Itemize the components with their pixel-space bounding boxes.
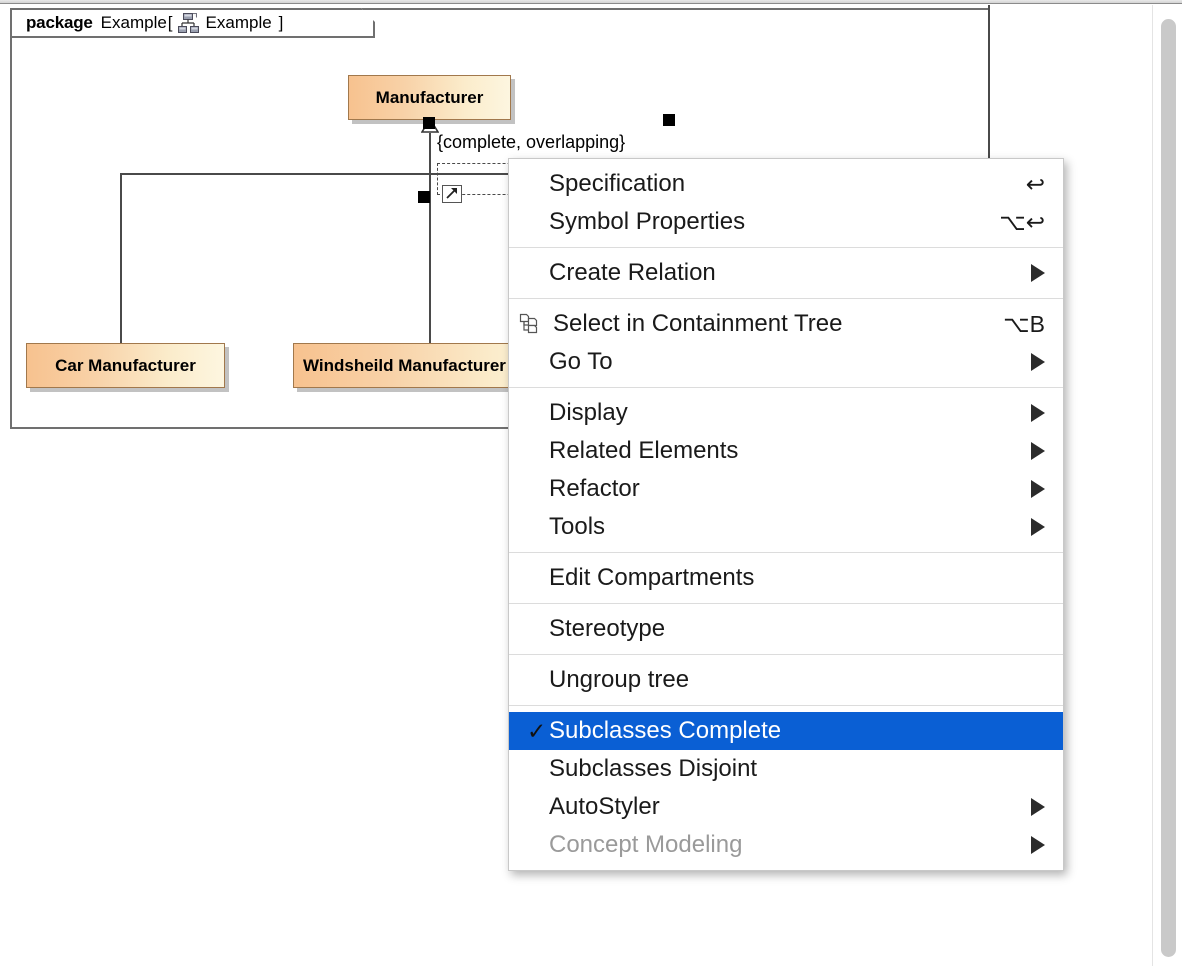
submenu-chevron-icon: [1031, 836, 1045, 854]
generalization-set-constraint: {complete, overlapping}: [437, 132, 626, 152]
menu-item-label: Display: [549, 399, 628, 426]
generalization-stem: [429, 133, 431, 195]
menu-item-label: AutoStyler: [549, 793, 660, 820]
menu-item-label: Tools: [549, 513, 606, 540]
menu-item-select-in-containment-tree[interactable]: Select in Containment Tree ⌥B: [509, 305, 1063, 343]
menu-item-ungroup-tree[interactable]: Ungroup tree: [509, 661, 1063, 699]
package-header-tab[interactable]: package Example [ Example: [10, 8, 375, 38]
branch-line-right: [988, 5, 990, 173]
menu-item-create-relation[interactable]: Create Relation: [509, 254, 1063, 292]
class-box-car-manufacturer[interactable]: Car Manufacturer: [26, 343, 225, 388]
menu-item-subclasses-disjoint[interactable]: Subclasses Disjoint: [509, 750, 1063, 788]
menu-item-label: Go To: [549, 348, 613, 375]
menu-item-display[interactable]: Display: [509, 394, 1063, 432]
branch-line-windsheild-manufacturer: [429, 173, 431, 343]
menu-item-label: Stereotype: [549, 615, 666, 642]
menu-item-related-elements[interactable]: Related Elements: [509, 432, 1063, 470]
menu-item-stereotype[interactable]: Stereotype: [509, 610, 1063, 648]
menu-item-label: Subclasses Complete: [549, 717, 782, 744]
menu-item-label: Ungroup tree: [549, 666, 690, 693]
menu-item-refactor[interactable]: Refactor: [509, 470, 1063, 508]
branch-line-car-manufacturer: [120, 173, 122, 343]
navigate-arrow-icon[interactable]: [442, 185, 462, 203]
menu-item-symbol-properties[interactable]: Symbol Properties ⌥↩: [509, 203, 1063, 241]
menu-item-label: Create Relation: [549, 259, 716, 286]
menu-item-label: Edit Compartments: [549, 564, 755, 591]
menu-separator: [509, 298, 1063, 299]
menu-separator: [509, 552, 1063, 553]
menu-separator: [509, 705, 1063, 706]
menu-item-label: Select in Containment Tree: [553, 310, 843, 337]
submenu-chevron-icon: [1031, 798, 1045, 816]
menu-item-label: Symbol Properties: [549, 208, 746, 235]
window-chrome-strip: [0, 0, 1182, 4]
menu-item-label: Related Elements: [549, 437, 739, 464]
package-name: Example: [100, 13, 167, 32]
menu-item-subclasses-complete[interactable]: ✓Subclasses Complete: [509, 712, 1063, 750]
menu-item-tools[interactable]: Tools: [509, 508, 1063, 546]
submenu-chevron-icon: [1031, 442, 1045, 460]
menu-item-label: Refactor: [549, 475, 640, 502]
class-box-manufacturer[interactable]: Manufacturer: [348, 75, 511, 120]
class-diagram-icon: [178, 13, 200, 34]
bracket-close: ]: [278, 13, 284, 32]
class-name: Manufacturer: [375, 87, 484, 107]
context-menu[interactable]: Specification ↩ Symbol Properties ⌥↩ Create …: [508, 158, 1064, 871]
menu-item-label: Concept Modeling: [549, 831, 743, 858]
menu-item-autostyler[interactable]: AutoStyler: [509, 788, 1063, 826]
bracket-open: [: [167, 13, 173, 32]
menu-separator: [509, 387, 1063, 388]
class-name: Windsheild Manufacturer: [303, 355, 506, 375]
check-icon: ✓: [527, 717, 547, 744]
menu-item-shortcut: ⌥B: [1003, 310, 1045, 337]
selection-handle-bottom-left[interactable]: [418, 191, 430, 203]
selection-handle-top-right[interactable]: [663, 114, 675, 126]
diagram-name: Example: [205, 13, 272, 32]
menu-separator: [509, 247, 1063, 248]
submenu-chevron-icon: [1031, 480, 1045, 498]
vertical-scrollbar-thumb[interactable]: [1161, 19, 1176, 957]
selection-handle-top[interactable]: [423, 117, 435, 129]
menu-separator: [509, 654, 1063, 655]
menu-item-go-to[interactable]: Go To: [509, 343, 1063, 381]
class-name: Car Manufacturer: [55, 355, 196, 375]
submenu-chevron-icon: [1031, 353, 1045, 371]
vertical-scrollbar[interactable]: [1152, 5, 1182, 966]
menu-item-shortcut: ↩: [1025, 170, 1045, 197]
menu-item-label: Subclasses Disjoint: [549, 755, 758, 782]
menu-item-edit-compartments[interactable]: Edit Compartments: [509, 559, 1063, 597]
menu-item-specification[interactable]: Specification ↩: [509, 165, 1063, 203]
submenu-chevron-icon: [1031, 404, 1045, 422]
menu-separator: [509, 603, 1063, 604]
menu-item-label: Specification: [549, 170, 686, 197]
containment-tree-icon: [519, 313, 545, 335]
menu-item-concept-modeling: Concept Modeling: [509, 826, 1063, 864]
submenu-chevron-icon: [1031, 518, 1045, 536]
package-keyword: package: [26, 13, 93, 32]
submenu-chevron-icon: [1031, 264, 1045, 282]
menu-item-shortcut: ⌥↩: [999, 208, 1045, 235]
